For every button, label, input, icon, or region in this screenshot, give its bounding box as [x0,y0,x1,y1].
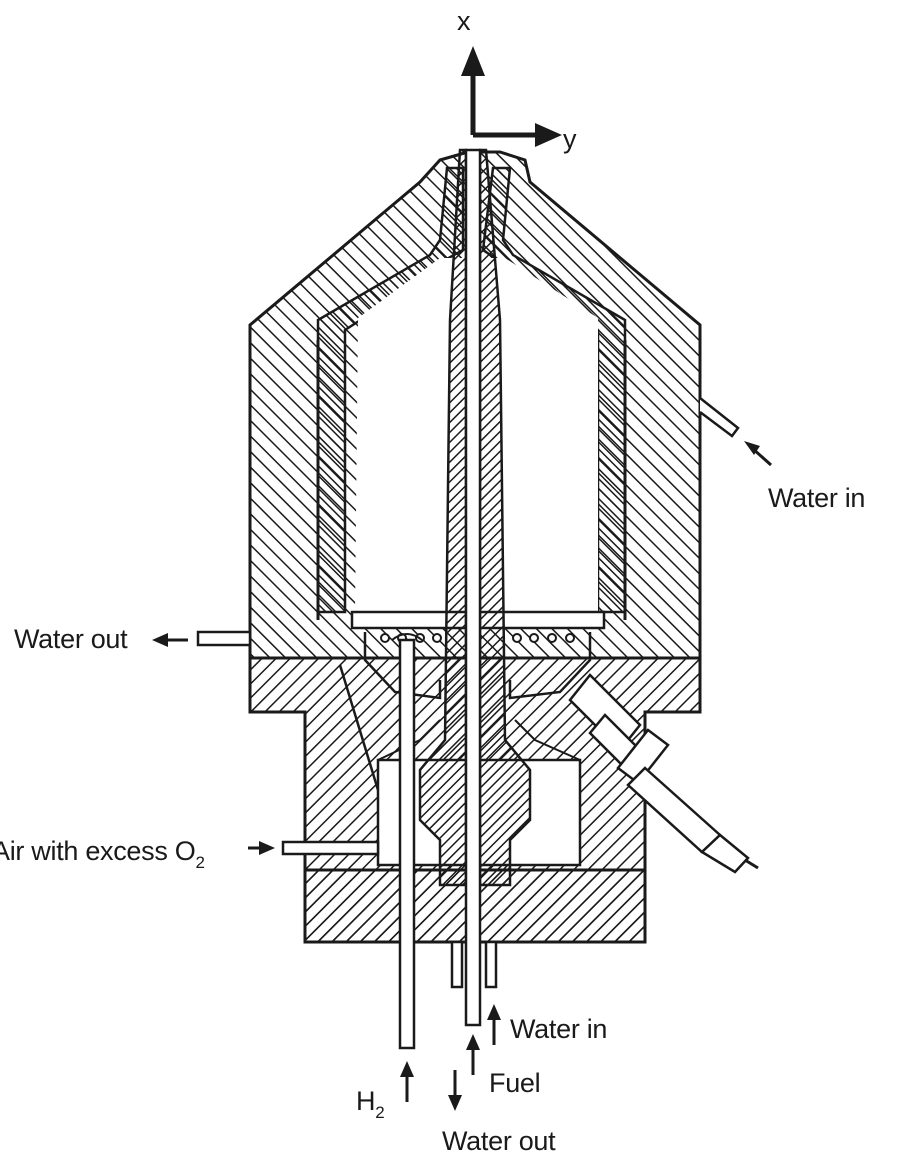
axis-y-label: y [563,124,577,154]
h2-label: H2 [356,1086,384,1122]
coordinate-axes [461,46,562,147]
water-in-right-label: Water in [768,483,865,513]
igniter-port [338,664,759,874]
water-in-bottom-label: Water in [510,1014,607,1044]
fuel-label: Fuel [489,1068,540,1098]
water-out-bottom-label: Water out [442,1126,556,1156]
axis-x-label: x [457,6,471,36]
flow-arrows [152,441,773,1111]
water-out-left-label: Water out [14,624,128,654]
side-pipes [196,397,740,856]
central-fuel-lance [418,148,532,1027]
h2-supply-tube [391,633,423,1050]
air-inlet-label: Air with excess O2 [0,836,205,872]
